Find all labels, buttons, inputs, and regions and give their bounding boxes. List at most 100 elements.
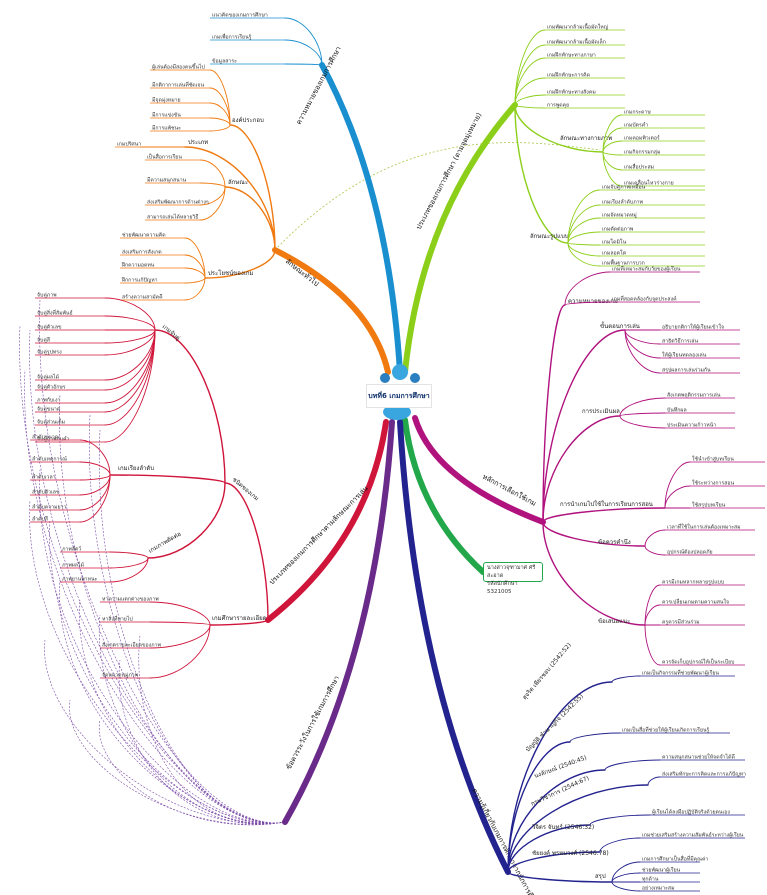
leaf-label[interactable]: ส่งเสริมพัฒนาการด้านต่างๆ [147,199,209,206]
leaf-label[interactable]: ควรเปลี่ยนเกมตามความสนใจ [662,599,729,606]
leaf-label[interactable]: สามารถเล่นได้หลายวิธี [147,213,198,221]
leaf-label[interactable]: ส่งเสริมการสังเกต [122,249,162,256]
group-label[interactable]: ชัยยงค์ พรหมวงศ์ (2546:78) [532,849,609,857]
leaf-label[interactable]: เกมที่เหมาะสมกับวัยของผู้เรียน [612,266,681,273]
author-box-connector[interactable] [402,417,486,575]
leaf-label[interactable]: ประเมินความก้าวหน้า [667,422,716,429]
leaf-label[interactable]: จับคู่ตัวเลข [37,324,62,331]
central-topic[interactable]: บทที่6 เกมการศึกษา [366,384,432,408]
leaf-label[interactable]: เกมสื่อประสม [624,164,654,171]
leaf-label[interactable]: เกมที่สอดคล้องกับจุดประสงค์ [612,296,677,303]
leaf-label[interactable]: อย่างเหมาะสม [642,886,675,892]
leaf-label[interactable]: ลำดับความยาว [32,504,66,511]
leaf-label[interactable]: ลำดับตัวเลข [32,489,60,496]
leaf-label[interactable]: เกมช่วยเสริมสร้างความสัมพันธ์ระหว่างผู้เ… [642,832,744,839]
leaf-label[interactable]: เป็นสื่อการเรียน [147,153,182,161]
leaf-label[interactable]: ภาพกับเงา [37,397,60,404]
leaf-label[interactable]: เกมคอมพิวเตอร์ [624,135,660,142]
leaf-label[interactable]: ใช้นำเข้าสู่บทเรียน [692,456,734,463]
leaf-label[interactable]: เกมพัฒนากล้ามเนื้อมัดเล็ก [547,38,606,46]
leaf-label[interactable]: อุปกรณ์ต้องปลอดภัย [667,549,713,556]
leaf-label[interactable]: สังเกตพฤติกรรมการเล่น [667,392,721,399]
leaf-label[interactable]: จับคู่ภาพ [37,292,57,299]
leaf-label[interactable]: ควรมีเกมหลากหลายรูปแบบ [662,579,724,586]
leaf-label[interactable]: ควรจัดเก็บอุปกรณ์ให้เป็นระเบียบ [662,658,734,666]
leaf-label[interactable]: จัดหมวดหมู่ภาพ [102,672,139,679]
group-label[interactable]: การประเมินผล [582,408,620,415]
leaf-label[interactable]: หาสิ่งที่หายไป [102,615,133,623]
leaf-label[interactable]: เกมเรียงลำดับภาพ [602,199,644,206]
leaf-label[interactable]: บันทึกผล [667,407,687,414]
author-info-box[interactable]: นางสาวจุฑามาศ ศรีสะอาด รหัสนักศึกษา 5321… [483,562,543,595]
group-label[interactable]: ขั้นตอนการเล่น [600,320,640,330]
group-label[interactable]: ชนิดของเกม [231,476,260,502]
leaf-label[interactable]: หาความแตกต่างของภาพ [102,597,159,603]
leaf-label[interactable]: เกมฝึกทักษะทางสังคม [547,89,596,96]
leaf-label[interactable]: ผู้เรียนได้ลงมือปฏิบัติจริงด้วยตนเอง [652,808,730,816]
leaf-label[interactable]: ภาพผลไม้ [62,561,84,569]
leaf-label[interactable]: เกมตัดต่อภาพ [602,226,634,233]
branch-trunk-2[interactable] [272,247,391,375]
leaf-label[interactable]: ลำดับเวลา [32,474,56,481]
group-label[interactable]: วิจิตร จันทร์ (2546:32) [531,823,594,831]
leaf-label[interactable]: ฝึกความอดทน [121,262,154,269]
leaf-label[interactable]: เวลาที่ใช้ในการเล่นต้องเหมาะสม [667,524,741,531]
leaf-label[interactable]: ลำดับสี [32,516,49,523]
leaf-label[interactable]: เกมพัฒนากล้ามเนื้อมัดใหญ่ [547,23,609,31]
group-label[interactable]: บัญญัติ ชำนาญกิจ (2542:55) [524,693,584,753]
branch-label-3[interactable]: หลักการเลือกใช้เกม [481,472,538,508]
leaf-label[interactable]: เกมโดมิโน [602,239,627,246]
group-label[interactable]: กรมวิชาการ (2544:67) [530,775,590,808]
leaf-label[interactable]: เกมลอตโต [602,250,626,257]
leaf-label[interactable]: แนวคิดของเกมการศึกษา [212,12,268,19]
leaf-label[interactable]: ให้ผู้เรียนทดลองเล่น [662,352,707,359]
leaf-label[interactable]: เกมจับคู่ภาพเหมือน [602,184,646,191]
leaf-label[interactable]: ภาพยานพาหนะ [62,577,98,583]
leaf-label[interactable]: สังเกตรายละเอียดของภาพ [102,642,162,649]
leaf-label[interactable]: ฝึกการแก้ปัญหา [121,277,157,284]
leaf-label[interactable]: จับคู่ส่วนเต็ม [37,418,65,426]
leaf-label[interactable]: เกมพื้นฐานการบวก [602,259,645,267]
leaf-label[interactable]: ลำดับเหตุการณ์ [32,456,67,463]
group-label[interactable]: สุจริต เพียรชอบ (2542:52) [520,641,572,701]
leaf-label[interactable]: จับคู่สิ่งที่สัมพันธ์ [37,310,73,317]
leaf-label[interactable]: เกมเคลื่อนไหวร่างกาย [624,179,674,187]
leaf-label[interactable]: มีกติกาการเล่นที่ชัดเจน [152,82,204,89]
leaf-label[interactable]: มีจุดมุ่งหมาย [152,97,181,104]
leaf-label[interactable]: เกมปริศนา [117,141,141,148]
group-label[interactable]: ลักษณะ [228,179,248,186]
leaf-label[interactable]: เกมกระดาษ [624,110,651,116]
group-label[interactable]: ความหมายของเกม [568,298,618,305]
leaf-label[interactable]: เกมจัดหมวดหมู่ [602,212,637,219]
group-label[interactable]: ประเภท [188,139,208,146]
group-label[interactable]: ข้อควรคำนึง [598,539,631,546]
leaf-label[interactable]: จับคู่ขนาด [37,406,60,413]
leaf-label[interactable]: เกมฝึกทักษะการคิด [547,72,590,79]
leaf-label[interactable]: ข้อมูลสาระ [212,58,237,65]
leaf-label[interactable]: เกมฝึกทักษะทางภาษา [547,52,596,59]
group-label[interactable]: นงลักษณ์ (2540:45) [533,753,588,779]
leaf-label[interactable]: เกมกิจกรรมกลุ่ม [624,149,660,156]
leaf-label[interactable]: ลำดับขนาด [32,434,58,441]
group-label[interactable]: ประโยชน์ของเกม [208,269,253,277]
leaf-label[interactable]: เกมเป็นกิจกรรมที่ช่วยพัฒนาผู้เรียน [642,669,719,677]
leaf-label[interactable]: การพูดคุย [547,103,569,109]
group-label[interactable]: เกมศึกษารายละเอียด [212,614,267,622]
leaf-label[interactable]: ใช้สรุปบทเรียน [692,502,726,509]
leaf-label[interactable]: มีความสนุกสนาน [147,177,187,184]
leaf-label[interactable]: ช่วยพัฒนาผู้เรียน [642,867,681,874]
leaf-label[interactable]: จับคู่สี [37,337,51,344]
leaf-label[interactable]: สาธิตวิธีการเล่น [662,338,698,345]
leaf-label[interactable]: สรุปผลการเล่นร่วมกัน [662,367,711,374]
leaf-label[interactable]: ช่วยพัฒนาความคิด [122,232,166,239]
group-label[interactable]: เกมเรียงลำดับ [118,464,154,472]
leaf-label[interactable]: อธิบายกติกาให้ผู้เรียนเข้าใจ [662,324,724,331]
branch-trunk-3[interactable] [412,415,546,525]
leaf-label[interactable]: จับคู่ตัวอักษร [37,384,66,391]
group-label[interactable]: เกมจับคู่ [161,323,182,342]
branch-trunk-5[interactable] [282,419,395,825]
leaf-label[interactable]: มีการแข่งขัน [152,112,181,119]
leaf-label[interactable]: จับคู่รูปทรง [37,349,62,356]
leaf-label[interactable]: ผู้เล่นต้องมีสองคนขึ้นไป [152,63,205,71]
branch-trunk-4[interactable] [397,419,511,875]
